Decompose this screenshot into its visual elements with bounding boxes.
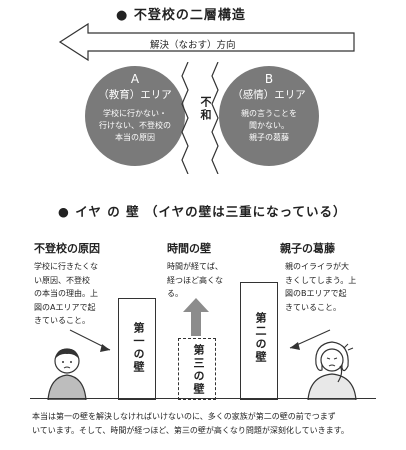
emotion-area-circle <box>219 66 319 166</box>
note-line: きくしてしまう。上 <box>285 275 357 285</box>
arrow-label: 解決（なおす）方向 <box>150 40 236 51</box>
note-line: る。 <box>167 289 183 298</box>
parent-illustration <box>307 341 357 400</box>
area-b-letter: B <box>264 72 274 86</box>
child-illustration <box>47 348 87 400</box>
cause-heading: 不登校の原因 <box>34 242 100 255</box>
second-wall <box>240 282 278 400</box>
note-line: い原因、不登校 <box>34 275 90 285</box>
area-a-desc-line: 学校に行かない・ <box>103 109 167 118</box>
second-wall-label: 第二の壁 <box>254 312 267 364</box>
note-line: 経つほど高くな <box>167 275 223 285</box>
area-a-desc-line: 行けない、不登校の <box>99 121 171 130</box>
discord-label: 不和 <box>199 96 212 122</box>
third-wall <box>178 338 216 400</box>
education-area-text: A （教育）エリア 学校に行かない・ 行けない、不登校の 本当の原因 <box>85 72 185 144</box>
education-area-circle <box>85 66 185 166</box>
emotion-area-text: B （感情）エリア 親の言うことを 聞かない。 親子の葛藤 <box>219 72 319 144</box>
time-wall-note: 時間が経てば、 経つほど高くな る。 <box>167 260 223 301</box>
summary-line: 本当は第一の壁を解決しなければいけないのに、多くの家族が第二の壁の前でつまず <box>32 412 336 421</box>
rising-arrow-icon <box>183 298 209 336</box>
first-wall-label: 第一の壁 <box>132 322 145 374</box>
note-line: 時間が経てば、 <box>167 262 223 271</box>
section2-title: ● イヤ の 壁 （イヤの壁は三重になっている） <box>58 204 347 219</box>
area-b-desc-line: 聞かない。 <box>249 121 289 130</box>
area-a-letter: A <box>130 72 140 86</box>
note-line: 図のBエリアで起 <box>285 289 347 298</box>
area-a-desc-line: 本当の原因 <box>115 133 155 142</box>
parent-child-note: 親のイライラが大 きくしてしまう。上 図のBエリアで起 きていること。 <box>285 260 356 314</box>
summary-text: 本当は第一の壁を解決しなければいけないのに、多くの家族が第二の壁の前でつまず い… <box>32 410 382 438</box>
cause-note: 学校に行きたくな い原因、不登校 の本当の理由。上 図のAエリアで起 きているこ… <box>34 260 98 328</box>
note-line: きていること。 <box>285 302 341 312</box>
area-b-title: （感情）エリア <box>232 89 306 101</box>
area-a-title: （教育）エリア <box>98 89 172 101</box>
ground-line <box>30 398 376 400</box>
section1-title: ● 不登校の二層構造 <box>116 8 246 23</box>
solution-direction-arrow <box>58 22 355 62</box>
note-line: 図のAエリアで起 <box>34 302 96 312</box>
time-wall-heading: 時間の壁 <box>167 242 211 255</box>
parent-child-heading: 親子の葛藤 <box>280 242 335 255</box>
note-line: の本当の理由。上 <box>34 289 98 298</box>
zigzag-divider <box>181 62 219 174</box>
area-b-desc-line: 親子の葛藤 <box>249 133 289 142</box>
first-wall <box>118 298 156 400</box>
note-line: 学校に行きたくな <box>34 262 98 271</box>
area-b-desc-line: 親の言うことを <box>241 109 297 118</box>
note-line: 親のイライラが大 <box>285 262 349 271</box>
third-wall-label: 第三の壁 <box>192 344 205 396</box>
summary-line: いています。そして、時間が経つほど、第三の壁が高くなり問題が深刻化していきます。 <box>32 426 349 435</box>
note-line: きていること。 <box>34 316 90 325</box>
